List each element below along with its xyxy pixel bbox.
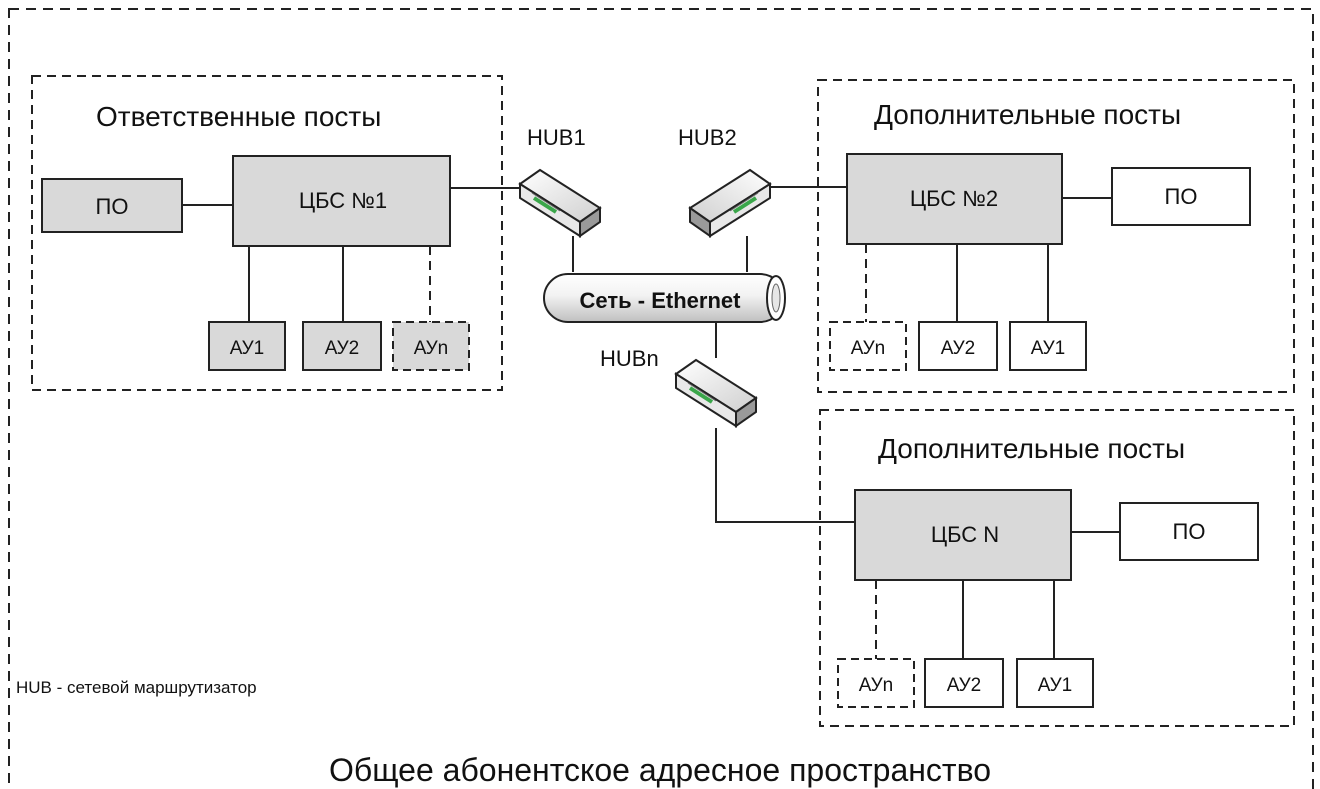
group-left-po-box <box>41 178 183 233</box>
group-top-right-device-label: АУn <box>851 338 885 359</box>
group-left-device-label: АУn <box>414 338 448 359</box>
group-bottom-right-title: Дополнительные посты <box>878 433 1185 464</box>
group-bottom-right-device-box <box>924 658 1004 708</box>
group-left-frame <box>31 75 503 391</box>
group-top-right-po-box <box>1111 167 1251 226</box>
group-left-cbs-label: ЦБС №1 <box>299 188 387 213</box>
group-left-device-label: АУ1 <box>230 338 264 359</box>
group-top-right-po-label: ПО <box>1165 184 1198 209</box>
group-left-po-label: ПО <box>96 194 129 219</box>
ethernet-network-label: Сеть - Ethernet <box>580 288 742 313</box>
group-top-right-device-label: АУ2 <box>941 338 975 359</box>
legend-hub-note: HUB - сетевой маршрутизатор <box>16 678 257 697</box>
group-left-device-box <box>302 321 382 371</box>
group-top-right-frame <box>817 79 1295 393</box>
group-left-device-label: АУ2 <box>325 338 359 359</box>
ethernet-network-icon <box>543 273 786 323</box>
link-hubn-cbsn <box>715 428 855 523</box>
group-left-device-box <box>392 321 470 371</box>
group-left-title: Ответственные посты <box>96 101 381 132</box>
outer-address-space-frame <box>8 8 1314 789</box>
group-left-device-box <box>208 321 286 371</box>
group-bottom-right-device-label: АУ1 <box>1038 675 1072 696</box>
outer-caption: Общее абонентское адресное пространство <box>329 752 991 788</box>
hubn-label: HUBn <box>600 346 659 371</box>
group-top-right-title: Дополнительные посты <box>874 99 1181 130</box>
group-top-right-device-box <box>829 321 907 371</box>
group-bottom-right-device-label: АУ2 <box>947 675 981 696</box>
group-bottom-right-frame <box>819 409 1295 727</box>
hub1-router-icon <box>518 168 602 238</box>
group-left-cbs-box <box>232 155 451 247</box>
group-top-right-device-box <box>1009 321 1087 371</box>
group-bottom-right-po-label: ПО <box>1173 519 1206 544</box>
group-bottom-right-device-box <box>1016 658 1094 708</box>
group-top-right-device-box <box>918 321 998 371</box>
group-top-right-cbs-box <box>846 153 1063 245</box>
hubn-router-icon <box>674 358 758 428</box>
hub1-label: HUB1 <box>527 125 586 150</box>
group-top-right-cbs-label: ЦБС №2 <box>910 186 998 211</box>
group-top-right-device-label: АУ1 <box>1031 338 1065 359</box>
group-bottom-right-cbs-label: ЦБС N <box>931 522 999 547</box>
group-bottom-right-device-box <box>837 658 915 708</box>
hub2-router-icon <box>688 168 772 238</box>
hub2-label: HUB2 <box>678 125 737 150</box>
group-bottom-right-po-box <box>1119 502 1259 561</box>
group-bottom-right-device-label: АУn <box>859 675 893 696</box>
